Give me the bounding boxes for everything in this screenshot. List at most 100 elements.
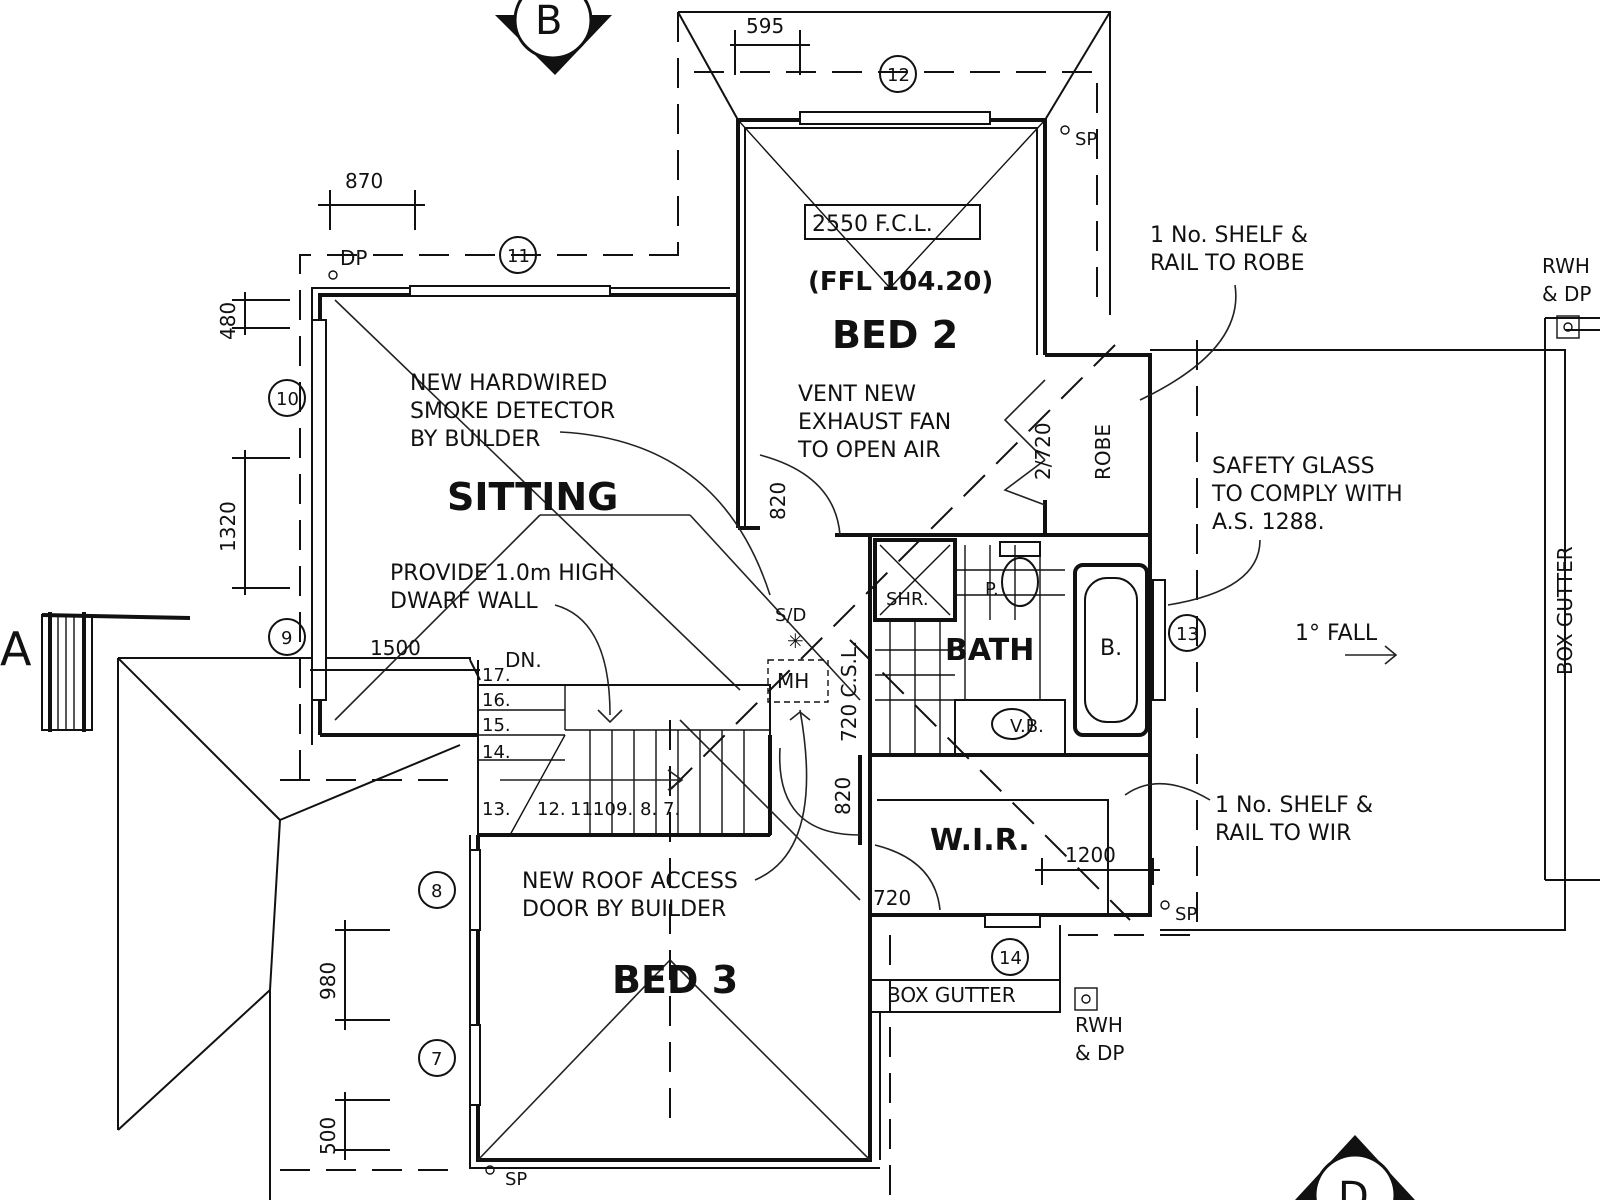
grid-bubbles: 7 8 9 10 11 12 13 14 <box>268 55 1206 1077</box>
dim-820-bed2: 820 <box>766 482 790 520</box>
spreader-label-top: SP <box>1075 129 1097 150</box>
manhole <box>767 659 829 703</box>
floor-level: (FFL 104.20) <box>808 267 993 297</box>
svg-text:8: 8 <box>431 881 442 902</box>
svg-text:11: 11 <box>507 246 530 267</box>
grid-bubble-12: 12 <box>879 55 917 93</box>
robe-label: ROBE <box>1091 424 1115 480</box>
dim-480: 480 <box>216 302 240 340</box>
roof-access-note-line2: DOOR BY BUILDER <box>522 897 726 922</box>
grid-bubble-8: 8 <box>418 871 456 909</box>
stair-step-15: 15. <box>482 715 511 736</box>
stairs <box>477 660 771 836</box>
safety-glass-note-line1: SAFETY GLASS <box>1212 454 1375 479</box>
robe-shelf-note-line1: 1 No. SHELF & <box>1150 223 1308 248</box>
dwarf-note-line2: DWARF WALL <box>390 589 538 614</box>
dim-500: 500 <box>316 1117 340 1155</box>
box-gutter-bottom: BOX GUTTER <box>887 983 1016 1007</box>
dimensions: 595 870 480 1320 1500 820 2/720 720 C.S.… <box>216 14 1160 1160</box>
svg-text:14: 14 <box>999 948 1022 969</box>
doors <box>759 379 1046 911</box>
rwh-bottom-line2: & DP <box>1075 1041 1124 1065</box>
shower-label: SHR. <box>886 589 929 610</box>
section-marker-a: A <box>0 612 191 732</box>
stair-numbers: 17. 16. 15. 14. 13. 12. 11. 10. 9. 8. 7.… <box>482 648 680 820</box>
ceiling-level: 2550 F.C.L. <box>812 212 933 237</box>
bath-label: BATH <box>945 633 1034 668</box>
bed3-label: BED 3 <box>612 958 738 1002</box>
toilet-label: P. <box>985 579 999 600</box>
svg-text:12: 12 <box>887 65 910 86</box>
section-markers: B A D <box>0 0 1415 1200</box>
stair-step-10: 10. <box>593 799 622 820</box>
wir-shelf-note-line2: RAIL TO WIR <box>1215 821 1351 846</box>
dim-720-csl: 720 C.S.L. <box>837 641 861 742</box>
fixtures-misc: MH S/D ✳ <box>767 605 829 721</box>
safety-glass-note-line3: A.S. 1288. <box>1212 510 1325 535</box>
smoke-note-line1: NEW HARDWIRED <box>410 371 607 396</box>
downpipe-label: DP <box>340 246 367 270</box>
section-marker-d: D <box>1295 1135 1415 1200</box>
stairs-down-label: DN. <box>505 648 542 672</box>
vanity-label: V.B. <box>1010 716 1044 737</box>
dim-820-hall: 820 <box>831 777 855 815</box>
bathtub-label: B. <box>1100 636 1122 661</box>
level-labels: 2550 F.C.L. (FFL 104.20) <box>804 204 993 297</box>
bed2-label: BED 2 <box>832 313 958 357</box>
grid-bubble-9: 9 <box>268 618 306 656</box>
svg-text:D: D <box>1338 1174 1369 1200</box>
notes: NEW HARDWIRED SMOKE DETECTOR BY BUILDER … <box>328 125 1591 1190</box>
manhole-label: MH <box>777 669 809 693</box>
spreader-label-right: SP <box>1175 904 1197 925</box>
roof-left <box>117 657 471 1200</box>
bathtub <box>1073 563 1149 737</box>
svg-text:13: 13 <box>1176 624 1199 645</box>
safety-glass-note-line2: TO COMPLY WITH <box>1211 482 1403 507</box>
rwh-bottom-line1: RWH <box>1075 1013 1123 1037</box>
dim-1320: 1320 <box>216 501 240 552</box>
smoke-note-line3: BY BUILDER <box>410 427 540 452</box>
svg-text:10: 10 <box>276 389 299 410</box>
spreader-label-bottom: SP <box>505 1169 527 1190</box>
stair-step-9: 9. <box>616 799 633 820</box>
dim-980: 980 <box>316 962 340 1000</box>
dim-1500: 1500 <box>370 636 421 660</box>
grid-bubble-11: 11 <box>499 236 537 274</box>
smoke-detector-icon: ✳ <box>787 629 804 653</box>
stair-step-11: 11. <box>570 799 599 820</box>
grid-bubble-14: 14 <box>991 938 1029 976</box>
sitting-label: SITTING <box>447 475 618 519</box>
svg-text:A: A <box>0 622 32 676</box>
grid-bubble-13: 13 <box>1168 614 1206 652</box>
rwh-right-line1: RWH <box>1542 254 1590 278</box>
dim-720-wir: 720 <box>873 886 911 910</box>
fall-note: 1° FALL <box>1295 621 1378 646</box>
roof-access-note-line1: NEW ROOF ACCESS <box>522 869 738 894</box>
smoke-detector-label: S/D <box>775 605 806 626</box>
svg-text:9: 9 <box>281 628 292 649</box>
grid-bubble-10: 10 <box>268 379 306 417</box>
dim-595: 595 <box>746 14 784 38</box>
toilet <box>1001 557 1039 607</box>
box-gutter-right: BOX GUTTER <box>1553 546 1577 675</box>
rwh-right-line2: & DP <box>1542 282 1591 306</box>
dim-870: 870 <box>345 169 383 193</box>
grid-bubble-7: 7 <box>418 1039 456 1077</box>
dim-2-720-robe: 2/720 <box>1031 422 1055 480</box>
svg-text:B: B <box>535 0 562 44</box>
stair-step-8: 8. <box>640 799 657 820</box>
exhaust-note-line3: TO OPEN AIR <box>797 438 941 463</box>
stair-step-14: 14. <box>482 742 511 763</box>
dim-1200: 1200 <box>1065 843 1116 867</box>
ceiling-level-box <box>804 204 981 240</box>
vanity <box>954 699 1066 756</box>
windows <box>311 111 1166 1106</box>
stair-step-13: 13. <box>482 799 511 820</box>
stair-step-7: 7. <box>663 799 680 820</box>
dwarf-note-line1: PROVIDE 1.0m HIGH <box>390 561 615 586</box>
stair-step-12: 12. <box>537 799 566 820</box>
robe-shelf-note-line2: RAIL TO ROBE <box>1150 251 1305 276</box>
room-labels: BED 2 BED 3 SITTING BATH W.I.R. ROBE <box>447 313 1115 1002</box>
bath-fixtures: SHR. P. B. V.B. <box>873 538 1149 756</box>
